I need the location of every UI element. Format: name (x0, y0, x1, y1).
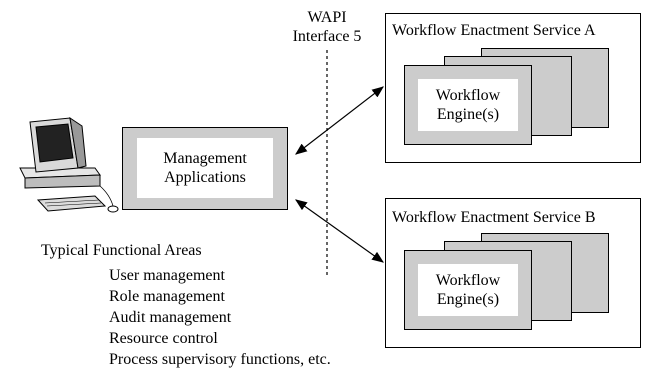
service-b-engine-line1: Workflow (435, 272, 501, 289)
management-applications-inner: Management Applications (137, 138, 273, 198)
service-a-title: Workflow Enactment Service A (392, 22, 596, 39)
service-a-engine-line1: Workflow (435, 87, 501, 104)
functional-area-item: Resource control (109, 330, 218, 347)
functional-area-item: Audit management (109, 309, 232, 326)
service-a-engine-stack-front: Workflow Engine(s) (404, 65, 532, 145)
wapi-label-line2: Interface 5 (292, 28, 362, 45)
functional-areas-heading: Typical Functional Areas (41, 242, 202, 259)
service-a-engine-line2: Engine(s) (436, 106, 500, 123)
functional-area-item: Role management (109, 288, 225, 305)
management-applications-box: Management Applications (122, 127, 288, 210)
functional-areas-list: User management Role management Audit ma… (109, 266, 331, 371)
service-b-engine-stack-front: Workflow Engine(s) (404, 250, 532, 330)
service-b-title: Workflow Enactment Service B (392, 209, 596, 226)
functional-area-item: User management (109, 267, 225, 284)
wapi-interface-label: WAPI Interface 5 (272, 8, 382, 46)
functional-area-item: Process supervisory functions, etc. (109, 351, 331, 368)
workflow-enactment-service-a: Workflow Enactment Service A Workflow En… (385, 13, 641, 163)
arrow-to-service-b (295, 199, 384, 263)
arrow-to-service-a (295, 86, 384, 155)
wapi-label-line1: WAPI (307, 9, 347, 26)
service-b-engine-line2: Engine(s) (436, 291, 500, 308)
management-label-line2: Applications (164, 169, 246, 186)
management-label-line1: Management (163, 150, 247, 167)
service-b-engine-box: Workflow Engine(s) (418, 264, 518, 316)
service-a-engine-box: Workflow Engine(s) (418, 79, 518, 131)
workflow-enactment-service-b: Workflow Enactment Service B Workflow En… (385, 198, 641, 348)
